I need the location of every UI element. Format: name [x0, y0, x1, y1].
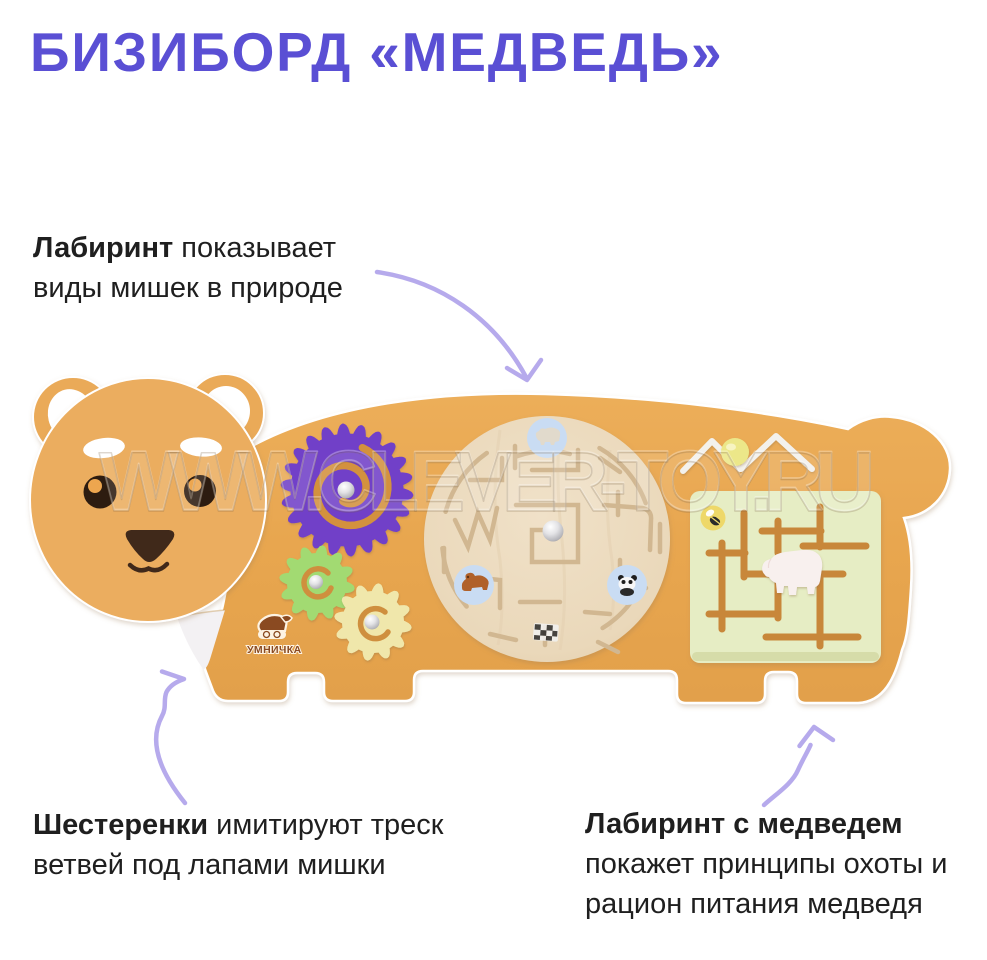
svg-text:УМНИЧКА: УМНИЧКА	[247, 644, 302, 656]
svg-text:WWW.CLEVER-TOY.RU: WWW.CLEVER-TOY.RU	[99, 435, 877, 529]
svg-text:WWW.CLEVER-TOY.RU: WWW.CLEVER-TOY.RU	[99, 434, 877, 528]
